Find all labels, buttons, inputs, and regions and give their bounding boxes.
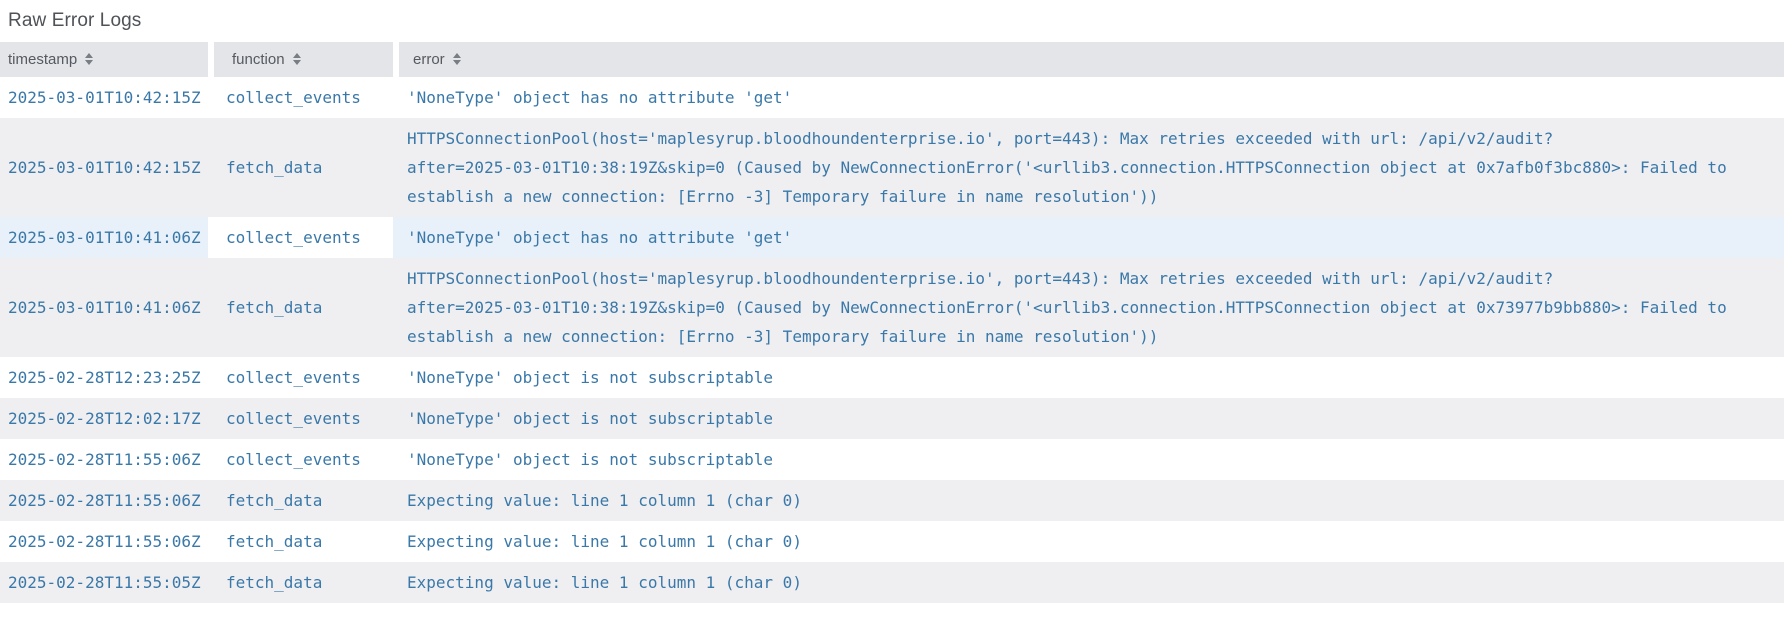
error-cell[interactable]: 'NoneType' object is not subscriptable <box>407 450 774 469</box>
table-row[interactable]: 2025-03-01T10:41:06Z fetch_data HTTPSCon… <box>0 258 1784 357</box>
error-cell[interactable]: 'NoneType' object is not subscriptable <box>407 409 774 428</box>
column-header-timestamp-label: timestamp <box>8 51 78 68</box>
error-cell[interactable]: Expecting value: line 1 column 1 (char 0… <box>407 491 802 510</box>
function-cell[interactable]: fetch_data <box>226 573 323 592</box>
table-row[interactable]: 2025-03-01T10:41:06Z collect_events 'Non… <box>0 217 1784 258</box>
error-cell[interactable]: 'NoneType' object is not subscriptable <box>407 368 774 387</box>
column-header-timestamp[interactable]: timestamp <box>0 42 208 77</box>
timestamp-cell[interactable]: 2025-03-01T10:42:15Z <box>8 158 201 177</box>
timestamp-cell[interactable]: 2025-03-01T10:41:06Z <box>8 228 201 247</box>
table-row[interactable]: 2025-02-28T11:55:06Z collect_events 'Non… <box>0 439 1784 480</box>
error-cell[interactable]: HTTPSConnectionPool(host='maplesyrup.blo… <box>407 129 1727 206</box>
table-row[interactable]: 2025-02-28T11:55:06Z fetch_data Expectin… <box>0 480 1784 521</box>
table-row[interactable]: 2025-03-01T10:42:15Z fetch_data HTTPSCon… <box>0 118 1784 217</box>
table-body: 2025-03-01T10:42:15Z collect_events 'Non… <box>0 77 1784 603</box>
table-row[interactable]: 2025-02-28T12:02:17Z collect_events 'Non… <box>0 398 1784 439</box>
error-cell[interactable]: 'NoneType' object has no attribute 'get' <box>407 228 793 247</box>
timestamp-cell[interactable]: 2025-02-28T11:55:06Z <box>8 532 201 551</box>
timestamp-cell[interactable]: 2025-02-28T12:23:25Z <box>8 368 201 387</box>
function-cell[interactable]: collect_events <box>226 450 361 469</box>
timestamp-cell[interactable]: 2025-02-28T12:02:17Z <box>8 409 201 428</box>
column-header-error[interactable]: error <box>393 42 1784 77</box>
page-title: Raw Error Logs <box>8 10 142 31</box>
error-logs-table: timestamp function error 2025-03-01T10:4… <box>0 42 1784 603</box>
function-cell[interactable]: collect_events <box>208 217 393 258</box>
table-row[interactable]: 2025-02-28T11:55:05Z fetch_data Expectin… <box>0 562 1784 603</box>
function-cell[interactable]: collect_events <box>226 88 361 107</box>
column-header-error-label: error <box>413 51 445 68</box>
table-row[interactable]: 2025-02-28T12:23:25Z collect_events 'Non… <box>0 357 1784 398</box>
timestamp-cell[interactable]: 2025-02-28T11:55:06Z <box>8 491 201 510</box>
function-cell[interactable]: collect_events <box>226 368 361 387</box>
sort-icon[interactable] <box>452 53 461 66</box>
timestamp-cell[interactable]: 2025-03-01T10:41:06Z <box>8 298 201 317</box>
function-cell[interactable]: fetch_data <box>226 491 323 510</box>
function-cell[interactable]: collect_events <box>226 409 361 428</box>
timestamp-cell[interactable]: 2025-03-01T10:42:15Z <box>8 88 201 107</box>
error-cell[interactable]: 'NoneType' object has no attribute 'get' <box>407 88 793 107</box>
table-row[interactable]: 2025-02-28T11:55:06Z fetch_data Expectin… <box>0 521 1784 562</box>
function-cell[interactable]: fetch_data <box>226 298 323 317</box>
timestamp-cell[interactable]: 2025-02-28T11:55:06Z <box>8 450 201 469</box>
function-cell[interactable]: fetch_data <box>226 532 323 551</box>
sort-icon[interactable] <box>85 53 94 66</box>
sort-icon[interactable] <box>292 53 301 66</box>
error-cell[interactable]: Expecting value: line 1 column 1 (char 0… <box>407 573 802 592</box>
column-header-function-label: function <box>232 51 285 68</box>
error-cell[interactable]: HTTPSConnectionPool(host='maplesyrup.blo… <box>407 269 1727 346</box>
error-cell[interactable]: Expecting value: line 1 column 1 (char 0… <box>407 532 802 551</box>
header-row: timestamp function error <box>0 42 1784 77</box>
table-row[interactable]: 2025-03-01T10:42:15Z collect_events 'Non… <box>0 77 1784 118</box>
column-header-function[interactable]: function <box>208 42 393 77</box>
timestamp-cell[interactable]: 2025-02-28T11:55:05Z <box>8 573 201 592</box>
error-logs-panel: Raw Error Logs timestamp function error … <box>0 10 1784 603</box>
function-cell[interactable]: fetch_data <box>226 158 323 177</box>
